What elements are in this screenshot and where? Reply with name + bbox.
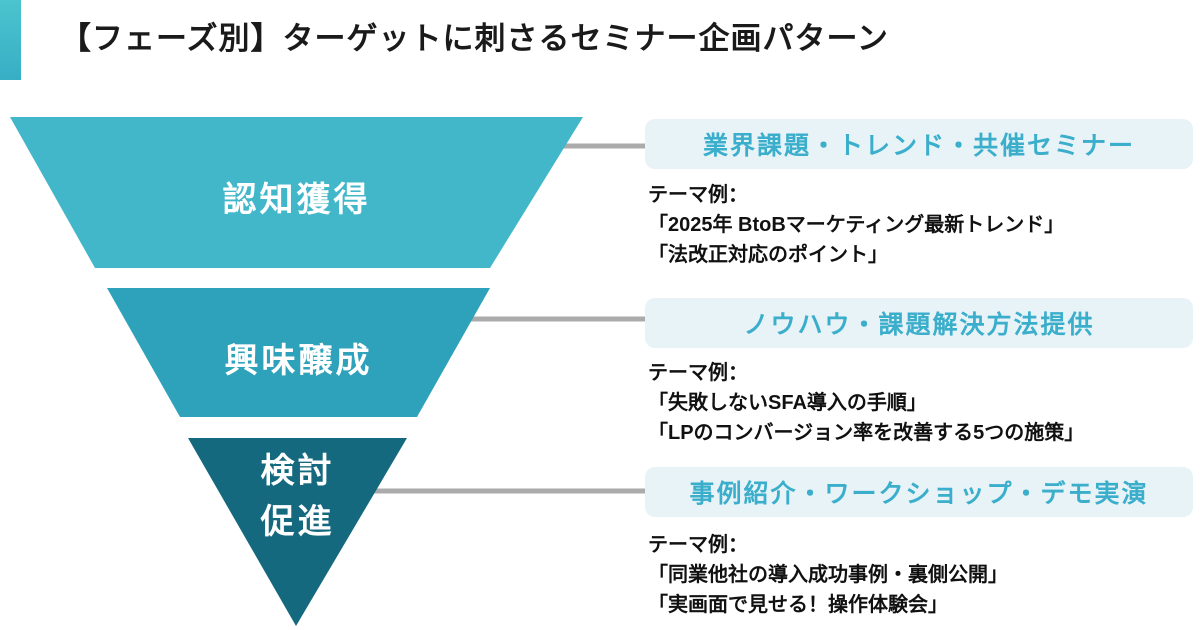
theme-block-consideration: テーマ例： 「同業他社の導入成功事例・裏側公開」 「実画面で見せる！操作体験会」 [648, 530, 1200, 620]
accent-bar [0, 0, 21, 80]
theme-example: 「実画面で見せる！操作体験会」 [648, 594, 948, 616]
funnel-label-awareness: 認知獲得 [222, 181, 371, 219]
theme-block-awareness: テーマ例： 「2025年 BtoBマーケティング最新トレンド」 「法改正対応のポ… [648, 180, 1200, 270]
funnel-label-consideration: 検討 促進 [188, 446, 407, 548]
funnel-segment-awareness [10, 117, 583, 268]
theme-label: テーマ例： [648, 362, 748, 384]
theme-example: 「同業他社の導入成功事例・裏側公開」 [648, 564, 1008, 586]
section-header-awareness-text: 業界課題・トレンド・共催セミナー [702, 132, 1135, 160]
funnel-label-interest: 興味醸成 [224, 342, 373, 380]
funnel-segment-consideration [188, 438, 407, 626]
section-header-interest-text: ノウハウ・課題解決方法提供 [743, 311, 1095, 339]
funnel-label-consideration-line1: 検討 [260, 452, 335, 490]
theme-example: 「法改正対応のポイント」 [648, 244, 888, 266]
theme-example: 「2025年 BtoBマーケティング最新トレンド」 [648, 214, 1065, 236]
section-header-consideration-text: 事例紹介・ワークショップ・デモ実演 [689, 480, 1149, 508]
section-header-interest: ノウハウ・課題解決方法提供 [645, 298, 1193, 348]
theme-example: 「失敗しないSFA導入の手順」 [648, 392, 927, 414]
page-title: 【フェーズ別】ターゲットに刺さるセミナー企画パターン [60, 21, 889, 56]
theme-label: テーマ例： [648, 184, 748, 206]
section-header-awareness: 業界課題・トレンド・共催セミナー [645, 119, 1193, 169]
section-header-consideration: 事例紹介・ワークショップ・デモ実演 [645, 467, 1193, 517]
theme-block-interest: テーマ例： 「失敗しないSFA導入の手順」 「LPのコンバージョン率を改善する5… [648, 358, 1200, 448]
theme-label: テーマ例： [648, 534, 748, 556]
funnel-segment-interest [107, 288, 490, 417]
theme-example: 「LPのコンバージョン率を改善する5つの施策」 [648, 422, 1085, 444]
funnel-label-consideration-line2: 促進 [260, 503, 335, 541]
